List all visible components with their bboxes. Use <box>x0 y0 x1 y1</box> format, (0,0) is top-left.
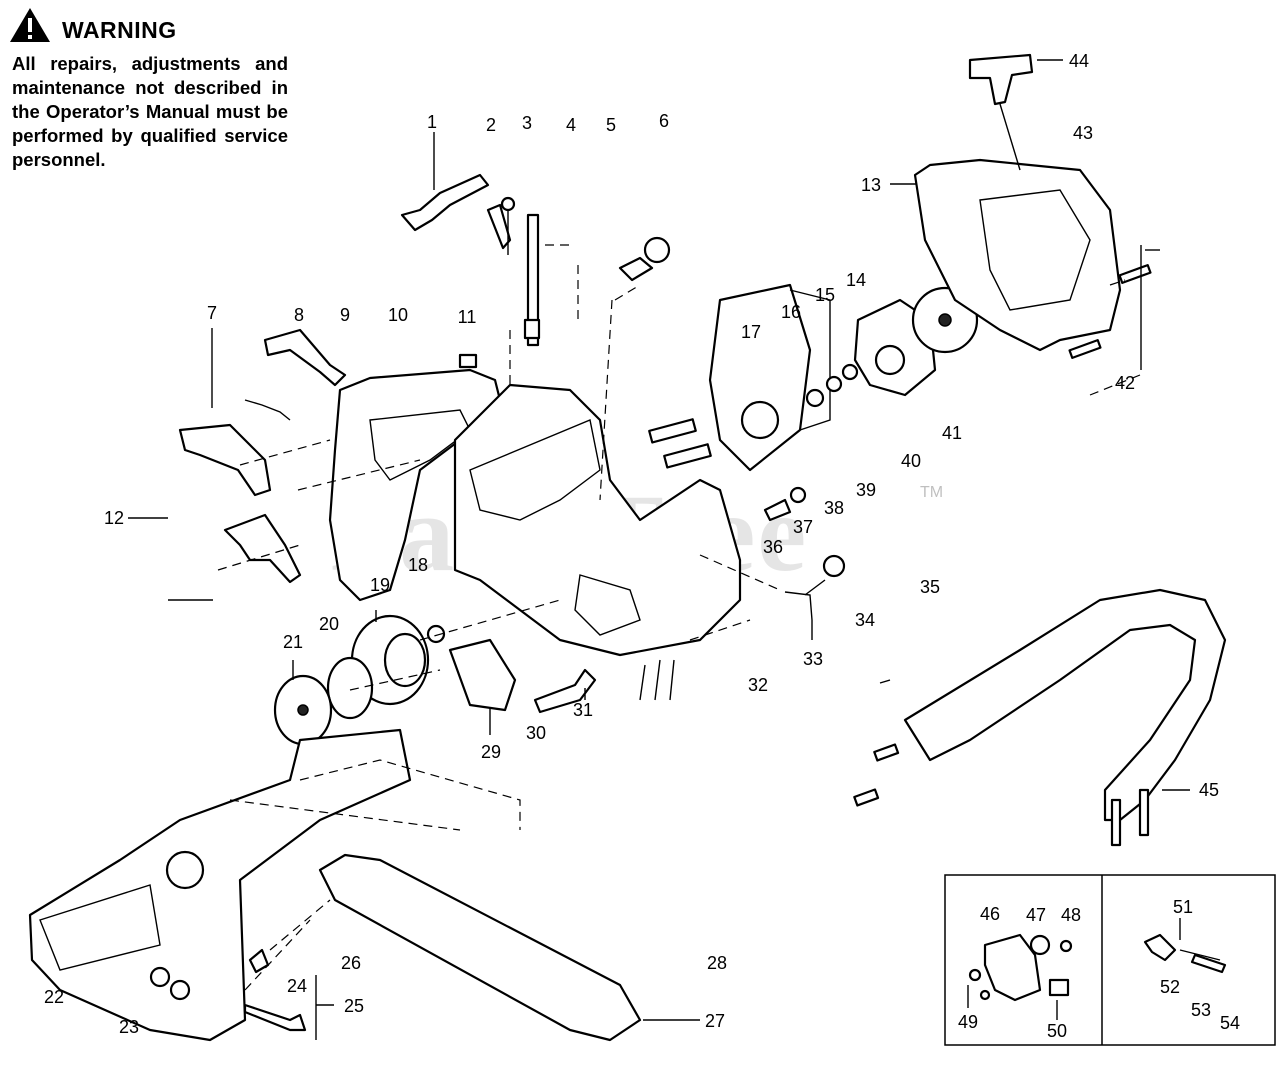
callout-11[interactable]: 11 <box>457 307 477 327</box>
callout-42[interactable]: 42 <box>1114 373 1136 393</box>
callout-33[interactable]: 33 <box>802 649 824 669</box>
part-oil-pump-alt <box>983 933 1042 1002</box>
callout-46[interactable]: 46 <box>979 904 1001 924</box>
part-lever <box>263 328 347 387</box>
callout-40[interactable]: 40 <box>900 451 922 471</box>
callout-44[interactable]: 44 <box>1068 51 1090 71</box>
callout-3[interactable]: 3 <box>521 113 533 133</box>
part-nut <box>149 966 171 988</box>
callout-37[interactable]: 37 <box>792 517 814 537</box>
callout-8[interactable]: 8 <box>293 305 305 325</box>
warning-text: All repairs, adjustments and maintenance… <box>12 53 288 170</box>
callout-13[interactable]: 13 <box>860 175 882 195</box>
callout-31[interactable]: 31 <box>572 700 594 720</box>
part-spring <box>244 399 291 421</box>
part-disc <box>326 656 374 720</box>
part-starter-housing <box>913 158 1122 352</box>
part-rod <box>526 213 540 347</box>
part-clutch-cover <box>28 728 412 1042</box>
callout-23[interactable]: 23 <box>118 1017 140 1037</box>
callout-5[interactable]: 5 <box>605 115 617 135</box>
part-fitting <box>1048 978 1070 997</box>
callout-34[interactable]: 34 <box>854 610 876 630</box>
callout-19[interactable]: 19 <box>369 575 391 595</box>
callout-17[interactable]: 17 <box>740 322 762 342</box>
callout-14[interactable]: 14 <box>845 270 867 290</box>
part-crankcase <box>453 383 742 657</box>
part-nut <box>825 375 843 393</box>
callout-28[interactable]: 28 <box>706 953 728 973</box>
part-starter-handle <box>968 53 1034 106</box>
callout-54[interactable]: 54 <box>1219 1013 1241 1033</box>
part-guide-bar <box>318 853 642 1042</box>
part-bracket <box>486 203 512 250</box>
callout-52[interactable]: 52 <box>1159 977 1181 997</box>
callout-20[interactable]: 20 <box>318 614 340 634</box>
callout-48[interactable]: 48 <box>1060 905 1082 925</box>
callout-25[interactable]: 25 <box>343 996 365 1016</box>
callout-10[interactable]: 10 <box>387 305 409 325</box>
callout-26[interactable]: 26 <box>340 953 362 973</box>
callout-47[interactable]: 47 <box>1025 905 1047 925</box>
part-oil-pump <box>448 638 517 712</box>
part-oil-line <box>1143 933 1177 962</box>
callout-45[interactable]: 45 <box>1198 780 1220 800</box>
warning-title: WARNING <box>62 16 177 43</box>
callout-35[interactable]: 35 <box>919 577 941 597</box>
callout-36[interactable]: 36 <box>762 537 784 557</box>
inset-frame <box>944 874 1276 1046</box>
callout-51[interactable]: 51 <box>1172 897 1194 917</box>
callout-27[interactable]: 27 <box>704 1011 726 1031</box>
part-wire <box>784 579 826 621</box>
callout-12[interactable]: 12 <box>103 508 125 528</box>
part-washer <box>805 388 825 408</box>
callout-32[interactable]: 32 <box>747 675 769 695</box>
part-bar-bolt <box>243 1003 307 1032</box>
callout-7[interactable]: 7 <box>206 303 218 323</box>
part-flywheel <box>708 283 831 472</box>
callout-22[interactable]: 22 <box>43 987 65 1007</box>
warning-triangle-icon <box>10 8 50 42</box>
callout-6[interactable]: 6 <box>658 111 670 131</box>
part-throttle-lever <box>400 173 490 232</box>
callout-49[interactable]: 49 <box>957 1012 979 1032</box>
callout-9[interactable]: 9 <box>339 305 351 325</box>
callout-16[interactable]: 16 <box>780 302 802 322</box>
part-bolt <box>533 668 597 714</box>
part-clip <box>458 353 478 369</box>
callout-39[interactable]: 39 <box>855 480 877 500</box>
warning-notice: WARNING All repairs, adjustments and mai… <box>12 12 288 172</box>
callout-24[interactable]: 24 <box>286 976 308 996</box>
part-clutch <box>273 674 333 746</box>
callout-18[interactable]: 18 <box>407 555 429 575</box>
part-lock-lever <box>223 513 302 584</box>
part-screw <box>873 743 900 762</box>
callout-15[interactable]: 15 <box>814 285 836 305</box>
callout-43[interactable]: 43 <box>1072 123 1094 143</box>
part-trigger <box>178 423 272 497</box>
callout-53[interactable]: 53 <box>1190 1000 1212 1020</box>
part-screw <box>500 196 516 212</box>
callout-21[interactable]: 21 <box>282 632 304 652</box>
part-cap <box>618 236 671 282</box>
callout-1[interactable]: 1 <box>426 112 438 132</box>
part-screw <box>1118 264 1152 284</box>
callout-2[interactable]: 2 <box>485 115 497 135</box>
part-rear-handle <box>328 368 507 602</box>
callout-29[interactable]: 29 <box>480 742 502 762</box>
part-nut <box>822 554 846 578</box>
callout-50[interactable]: 50 <box>1046 1021 1068 1041</box>
part-washer <box>426 624 446 644</box>
warning-icon <box>12 12 52 48</box>
callout-4[interactable]: 4 <box>565 115 577 135</box>
part-front-handle <box>903 588 1227 822</box>
callout-30[interactable]: 30 <box>525 723 547 743</box>
callout-41[interactable]: 41 <box>941 423 963 443</box>
part-bolt <box>648 418 697 444</box>
watermark-trademark: TM <box>920 484 944 501</box>
callout-38[interactable]: 38 <box>823 498 845 518</box>
